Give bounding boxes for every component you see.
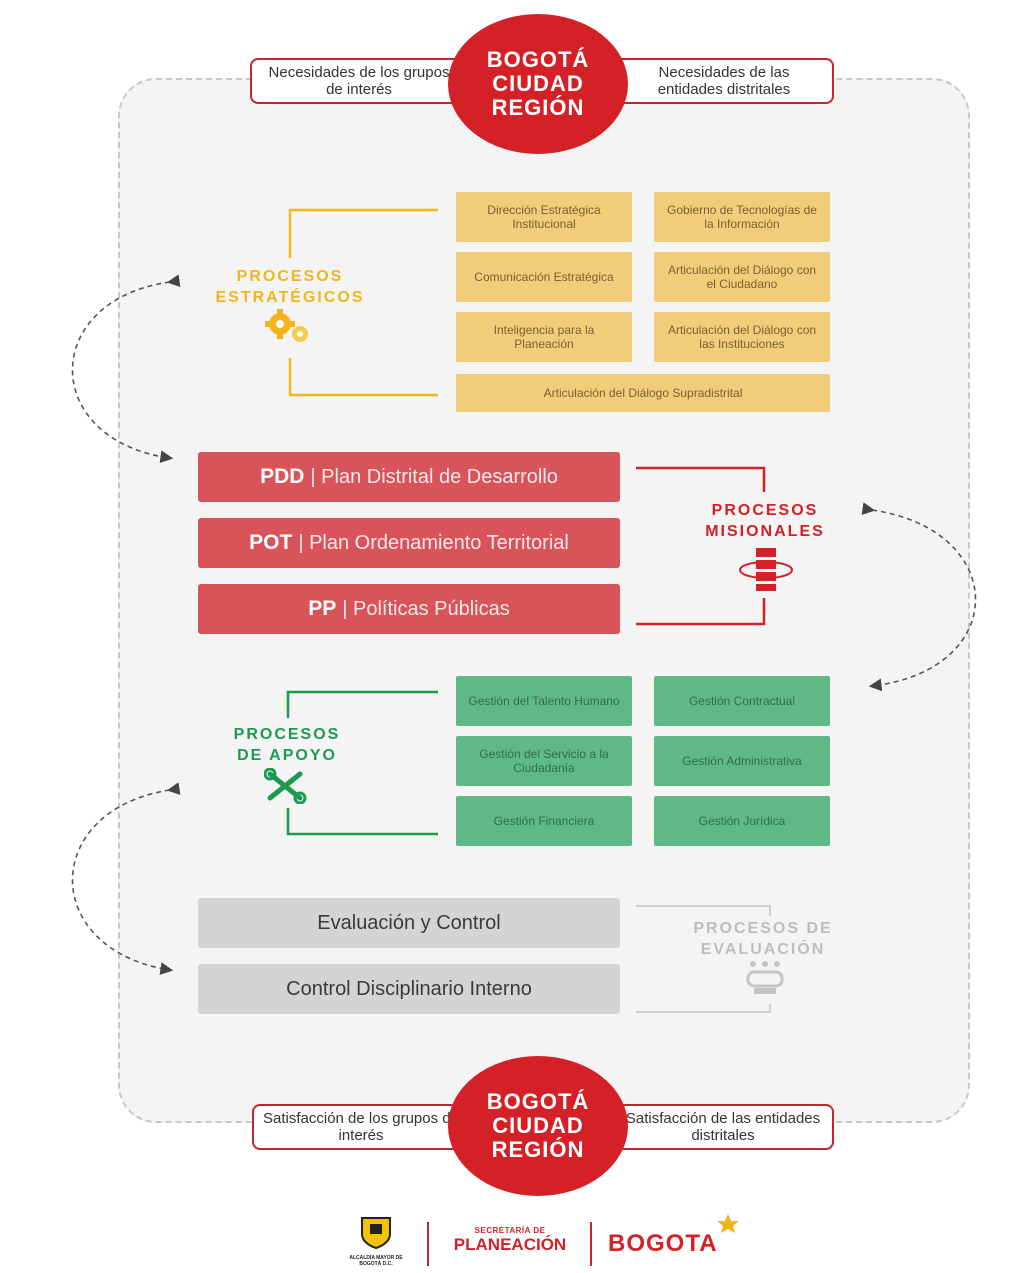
apoyo-box-4: Gestión Administrativa xyxy=(654,736,830,786)
top-left-pill: Necesidades de los grupos de interés xyxy=(250,58,468,104)
estrategico-box-1: Dirección Estratégica Institucional xyxy=(456,192,632,242)
star-icon xyxy=(717,1214,739,1233)
evaluacion-box-1: Evaluación y Control xyxy=(198,898,620,948)
evaluacion-box-2: Control Disciplinario Interno xyxy=(198,964,620,1014)
top-circle-bogota: BOGOTÁ CIUDAD REGIÓN xyxy=(448,14,628,154)
coat-of-arms-icon xyxy=(361,1217,391,1250)
misional-row-pp: PP| Políticas Públicas xyxy=(198,584,620,634)
arrow-right-mid xyxy=(861,502,977,692)
bottom-circle-bogota: BOGOTÁ CIUDAD REGIÓN xyxy=(448,1056,628,1196)
arrow-left-bottom xyxy=(71,782,181,975)
bracket-misionales xyxy=(636,466,766,626)
misionales-label: PROCESOS MISIONALES xyxy=(705,502,825,540)
top-right-pill: Necesidades de las entidades distritales xyxy=(614,58,834,104)
gears-icon xyxy=(265,309,308,342)
arrow-left-top xyxy=(71,274,181,464)
estrategico-box-7: Articulación del Diálogo Supradistrital xyxy=(456,374,830,412)
meeting-icon xyxy=(746,961,784,994)
estrategicos-label: PROCESOS ESTRATÉGICOS xyxy=(215,268,365,306)
apoyo-box-2: Gestión Contractual xyxy=(654,676,830,726)
apoyo-box-1: Gestión del Talento Humano xyxy=(456,676,632,726)
apoyo-box-5: Gestión Financiera xyxy=(456,796,632,846)
footer-divider-1 xyxy=(427,1222,429,1266)
misional-row-pot: POT| Plan Ordenamiento Territorial xyxy=(198,518,620,568)
apoyo-box-3: Gestión del Servicio a la Ciudadanía xyxy=(456,736,632,786)
footer-divider-2 xyxy=(590,1222,592,1266)
stack-cycle-icon xyxy=(739,548,793,591)
estrategico-box-5: Inteligencia para la Planeación xyxy=(456,312,632,362)
bracket-apoyo xyxy=(286,690,438,836)
tools-icon xyxy=(264,768,307,804)
bracket-evaluacion xyxy=(636,905,771,1013)
bracket-estrategicos xyxy=(288,208,438,397)
misional-row-pdd: PDD| Plan Distrital de Desarrollo xyxy=(198,452,620,502)
bottom-left-pill: Satisfacción de los grupos de interés xyxy=(252,1104,470,1150)
apoyo-box-6: Gestión Jurídica xyxy=(654,796,830,846)
apoyo-label: PROCESOS DE APOYO xyxy=(233,726,341,764)
alcaldia-logo: ALCALDÍA MAYOR DE BOGOTÁ D.C. xyxy=(340,1214,412,1270)
estrategico-box-3: Comunicación Estratégica xyxy=(456,252,632,302)
bogota-logo: BOGOTA xyxy=(608,1214,758,1264)
bottom-right-pill: Satisfacción de las entidades distritale… xyxy=(612,1104,834,1150)
estrategico-box-4: Articulación del Diálogo con el Ciudadan… xyxy=(654,252,830,302)
secretaria-planeacion-logo: SECRETARÍA DE PLANEACIÓN xyxy=(453,1226,567,1254)
evaluacion-label: PROCESOS DE EVALUACIÓN xyxy=(693,920,833,958)
estrategico-box-2: Gobierno de Tecnologías de la Informació… xyxy=(654,192,830,242)
estrategico-box-6: Articulación del Diálogo con las Institu… xyxy=(654,312,830,362)
